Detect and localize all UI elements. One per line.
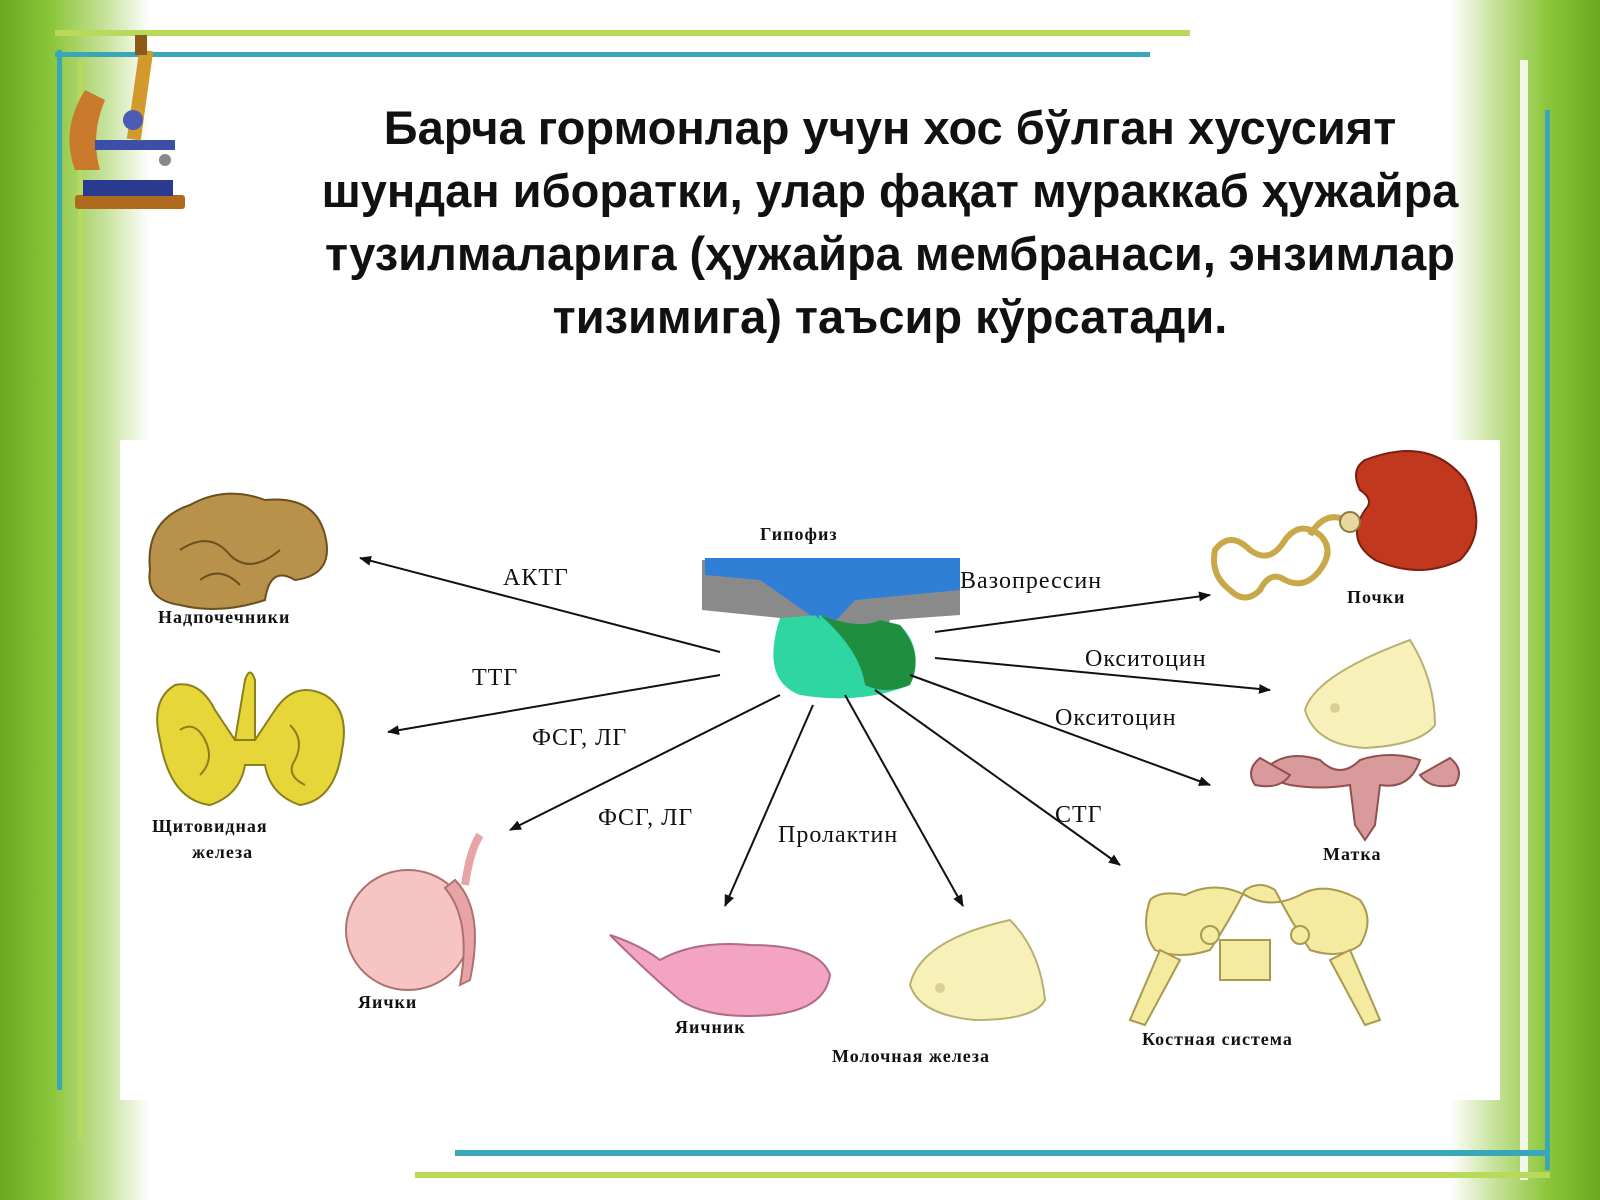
label-thyroid-line1: Щитовидная (152, 816, 268, 836)
thyroid-illustration (156, 671, 345, 807)
pelvis-illustration (1128, 884, 1382, 1027)
ovary-illustration (609, 934, 832, 1017)
left-stripe-blue (57, 50, 62, 1090)
label-pituitary: Гипофиз (760, 524, 838, 544)
adrenal-illustration (148, 492, 328, 610)
bottom-stripe-blue (455, 1150, 1550, 1156)
uterus-illustration (1250, 754, 1460, 842)
left-stripe-green (78, 60, 83, 1140)
label-prolactin: Пролактин (778, 822, 898, 848)
label-adrenal: Надпочечники (158, 607, 290, 627)
label-fsg2: ФСГ, ЛГ (598, 805, 693, 831)
label-mammary: Молочная железа (832, 1046, 990, 1066)
arrow-actg (359, 555, 721, 653)
hormone-arrows (359, 555, 1271, 907)
slide-title: Барча гормонлар учун хос бўлган хусусият… (321, 101, 1459, 343)
microscope-icon (55, 20, 195, 220)
pituitary-gland (702, 558, 960, 699)
label-actg: АКТГ (503, 565, 569, 591)
top-stripe-green (55, 30, 1190, 36)
right-stripe-white (1520, 60, 1528, 1180)
kidney-illustration (1211, 450, 1478, 601)
arrow-oxytocin1 (934, 657, 1271, 694)
testis-illustration (345, 832, 484, 991)
label-oxytocin2: Окситоцин (1055, 705, 1177, 731)
top-stripe-blue (55, 52, 1150, 57)
arrow-prolactin (844, 694, 964, 907)
label-ovary: Яичник (675, 1017, 746, 1037)
label-stg: СТГ (1055, 802, 1103, 828)
arrow-fsg1 (509, 694, 781, 831)
label-oxytocin1: Окситоцин (1085, 646, 1207, 672)
breast-illustration (1303, 638, 1437, 750)
arrow-vasopressin (934, 591, 1211, 633)
label-skeleton: Костная система (1142, 1029, 1293, 1049)
label-thyroid-line2: железа (192, 842, 253, 862)
right-stripe-blue (1545, 110, 1550, 1170)
arrow-stg (874, 689, 1121, 866)
bottom-stripe-green (415, 1172, 1550, 1178)
label-vasopressin: Вазопрессин (960, 568, 1102, 594)
label-ttg: ТТГ (472, 665, 518, 691)
mammary-illustration (908, 918, 1047, 1022)
arrow-fsg2 (724, 704, 814, 907)
label-kidney: Почки (1347, 587, 1405, 607)
arrow-oxytocin2 (909, 674, 1211, 786)
label-testis: Яички (358, 992, 417, 1012)
hormone-diagram: Гипофиз Надпочечники Щитовидная железа Я… (120, 440, 1500, 1100)
label-fsg1: ФСГ, ЛГ (532, 725, 627, 751)
label-uterus: Матка (1323, 844, 1381, 864)
arrow-ttg (387, 674, 721, 736)
